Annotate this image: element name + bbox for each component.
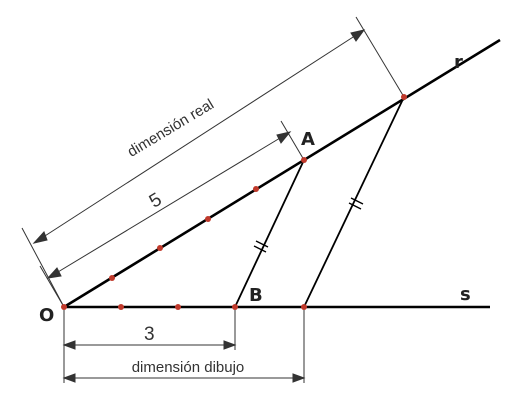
label-b: B [249, 285, 263, 306]
three-dimension-group [62, 308, 237, 383]
drawing-dim-arrow-start [62, 373, 76, 383]
point-r-3 [205, 216, 211, 222]
points-on-s [61, 304, 307, 310]
tick-ab-1 [253, 245, 267, 253]
tick-parallel-2 [350, 197, 364, 205]
label-line-s: s [460, 284, 471, 305]
parallel-line [303, 96, 405, 308]
label-real-dimension: dimensión real [125, 96, 217, 161]
drawing-dimension-group [62, 308, 306, 383]
tick-parallel-1 [348, 202, 362, 210]
label-line-r: r [454, 52, 463, 73]
real-dim-arrow-end [350, 29, 366, 42]
five-dim-arrow-start [46, 267, 62, 279]
point-r-4 [253, 186, 259, 192]
five-dim-line [47, 131, 291, 279]
points-on-r [109, 94, 407, 281]
label-three: 3 [144, 324, 155, 345]
real-dim-extension-origin [21, 227, 65, 308]
five-dim-extension-origin [39, 265, 65, 308]
point-real-end [401, 94, 407, 100]
three-dim-arrow-start [62, 340, 76, 350]
point-s-2 [175, 304, 181, 310]
three-dim-arrow-end [223, 340, 237, 350]
tick-ab-2 [255, 240, 269, 248]
label-drawing-dimension: dimensión dibujo [132, 359, 245, 376]
point-r-1 [109, 275, 115, 281]
drawing-dim-arrow-end [292, 373, 306, 383]
real-dim-line [33, 29, 365, 244]
five-dim-extension-end [280, 120, 305, 161]
point-b [232, 304, 238, 310]
point-origin [61, 304, 67, 310]
real-dim-arrow-start [32, 231, 48, 244]
real-dimension-group [21, 16, 405, 308]
real-dim-extension-end [355, 16, 405, 98]
point-r-2 [157, 245, 163, 251]
label-a: A [301, 129, 315, 150]
five-dim-arrow-end [276, 131, 292, 144]
segment-ab [234, 159, 305, 308]
point-s-1 [118, 304, 124, 310]
five-dimension-group [39, 120, 305, 308]
line-r [63, 38, 501, 309]
parallel-marks [253, 197, 364, 253]
construction-lines [63, 38, 501, 309]
point-drawing-end [301, 304, 307, 310]
label-origin: O [39, 305, 54, 326]
point-a [301, 157, 307, 163]
